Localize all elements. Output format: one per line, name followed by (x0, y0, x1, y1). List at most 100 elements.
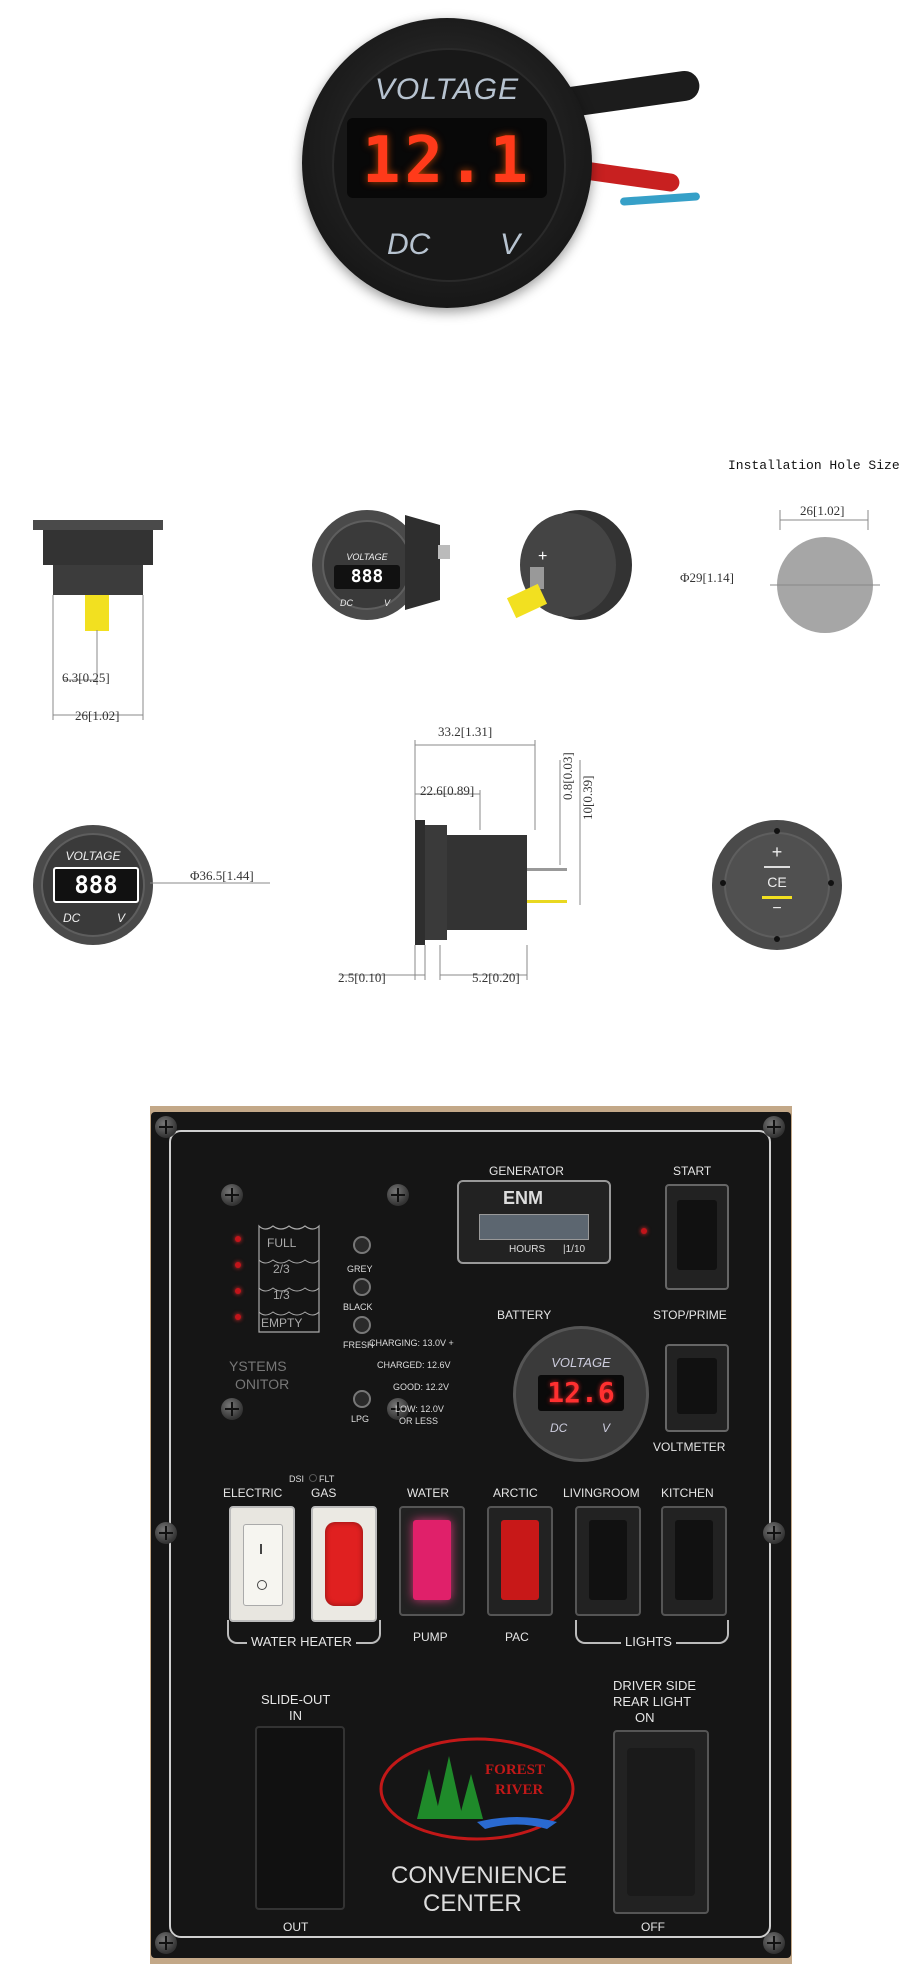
blue-wire (619, 192, 701, 206)
kitchen-label: KITCHEN (661, 1486, 714, 1500)
voltmeter-label: VOLTMETER (653, 1440, 726, 1454)
battery-voltage-title: VOLTAGE (551, 1355, 611, 1370)
voltage-label: VOLTAGE (374, 73, 520, 106)
dim-body-depth: 22.6[0.89] (420, 783, 475, 798)
battery-v-label: V (602, 1421, 611, 1435)
rear-light-label: REAR LIGHT (613, 1694, 692, 1709)
corner-screw-icon (763, 1932, 785, 1954)
systems-label: YSTEMS (229, 1358, 287, 1374)
monitor-screw-icon (221, 1398, 243, 1420)
rear-plus: + (771, 842, 783, 862)
iso-rear-drawing: + (506, 510, 632, 620)
iso-plus: + (538, 548, 547, 565)
kitchen-lights-switch[interactable] (661, 1506, 727, 1616)
charging-label: CHARGING: 13.0V + (369, 1338, 454, 1348)
dsi-indicator (309, 1474, 317, 1482)
tank-led-empty (235, 1314, 241, 1320)
dim-total-depth: 33.2[1.31] (438, 724, 493, 739)
slide-out-label: SLIDE-OUT (261, 1692, 331, 1707)
water-label: WATER (407, 1486, 449, 1500)
iso-digits: 888 (334, 565, 400, 589)
battery-voltmeter: VOLTAGE 12.6 DC V (513, 1326, 649, 1462)
hour-meter: ENM HOURS |1/10 (457, 1180, 611, 1264)
black-tank-button[interactable] (353, 1278, 371, 1296)
slide-out-switch[interactable] (255, 1726, 345, 1910)
start-label: START (673, 1164, 712, 1178)
tank-2-3-label: 2/3 (273, 1262, 290, 1276)
monitor-screw-icon (387, 1184, 409, 1206)
tank-graphic-icon (258, 1224, 320, 1333)
water-heater-label: WATER HEATER (247, 1634, 356, 1649)
gas-water-heater-switch[interactable] (311, 1506, 377, 1622)
body (53, 565, 143, 595)
dim-side-width: 26[1.02] (75, 708, 120, 723)
driver-side-label: DRIVER SIDE (613, 1678, 697, 1693)
pump-label: PUMP (413, 1630, 448, 1644)
low-label: LOW: 12.0V (395, 1404, 444, 1414)
monitor-screw-icon (387, 1398, 409, 1420)
charged-label: CHARGED: 12.6V (377, 1360, 451, 1370)
enm-brand: ENM (503, 1188, 543, 1208)
flange (33, 520, 163, 530)
front-view-meter: VOLTAGE 888 DC V (33, 825, 153, 945)
grey-tank-button[interactable] (353, 1236, 371, 1254)
center-label: CENTER (423, 1890, 522, 1917)
dim-flange: 2.5[0.10] (338, 970, 386, 985)
tank-led-full (235, 1236, 241, 1242)
yellow-terminal (85, 595, 109, 631)
voltage-reading: 12.1 (361, 124, 533, 198)
battery-label: BATTERY (497, 1308, 552, 1322)
water-pump-switch[interactable] (399, 1506, 465, 1616)
corner-screw-icon (155, 1932, 177, 1954)
rear-minus: − (772, 900, 782, 917)
pac-label: PAC (505, 1630, 529, 1644)
black-label: BLACK (343, 1302, 373, 1312)
livingroom-lights-switch[interactable] (575, 1506, 641, 1616)
lights-label: LIGHTS (621, 1634, 676, 1649)
corner-screw-icon (763, 1522, 785, 1544)
voltmeter-body: VOLTAGE 12.1 DC V (302, 18, 592, 308)
corner-screw-icon (155, 1522, 177, 1544)
ce-mark: CE (767, 874, 787, 890)
dim-pin-thickness: 0.8[0.03] (560, 752, 575, 800)
voltmeter-switch[interactable] (665, 1344, 729, 1432)
gas-label: GAS (311, 1486, 337, 1500)
rear-light-on-label: ON (635, 1710, 655, 1725)
arctic-pac-switch[interactable] (487, 1506, 553, 1616)
hole-drawing (770, 510, 880, 633)
front-digits: 888 (53, 867, 139, 903)
battery-dc-label: DC (550, 1421, 568, 1435)
monitor-screw-icon (221, 1184, 243, 1206)
lpg-button[interactable] (353, 1390, 371, 1408)
hour-display (479, 1214, 589, 1240)
arctic-label: ARCTIC (493, 1486, 538, 1500)
logo-river-text: RIVER (495, 1782, 544, 1798)
convenience-center-panel: FULL 2/3 1/3 EMPTY GREY BLACK FRESH LPG … (151, 1112, 791, 1958)
slide-in-label: IN (289, 1708, 302, 1723)
convenience-label: CONVENIENCE (391, 1862, 568, 1889)
grey-label: GREY (347, 1264, 373, 1274)
electric-water-heater-switch[interactable] (229, 1506, 295, 1622)
dim-terminal-offset: 6.3[0.25] (62, 670, 110, 685)
side-view-drawing (33, 520, 163, 720)
hero-meter-photo: VOLTAGE 12.1 DC V (290, 0, 710, 330)
iso-dc: DC (340, 598, 353, 608)
fresh-tank-button[interactable] (353, 1316, 371, 1334)
dim-hole-diameter: Φ29[1.14] (680, 570, 734, 585)
dsi-label: DSI (289, 1474, 305, 1484)
nut-ring (43, 530, 153, 565)
rear-light-switch[interactable] (613, 1730, 709, 1914)
good-label: GOOD: 12.2V (393, 1382, 450, 1392)
rear-view-meter: + CE − (712, 820, 842, 950)
generator-switch[interactable] (665, 1184, 729, 1290)
lpg-label: LPG (351, 1414, 370, 1424)
forest-river-logo-icon: FOREST RIVER (379, 1737, 575, 1841)
profile-view-drawing (340, 740, 581, 980)
iso-front-meter: VOLTAGE 888 DC V (312, 510, 422, 620)
dim-pin-length: 10[0.39] (580, 775, 595, 820)
dim-hole-width: 26[1.02] (800, 503, 845, 518)
installation-hole-size-label: Installation Hole Size (728, 458, 900, 473)
generator-label: GENERATOR (489, 1164, 564, 1178)
low-or-less-label: OR LESS (399, 1416, 439, 1426)
hours-label: HOURS (509, 1244, 546, 1255)
